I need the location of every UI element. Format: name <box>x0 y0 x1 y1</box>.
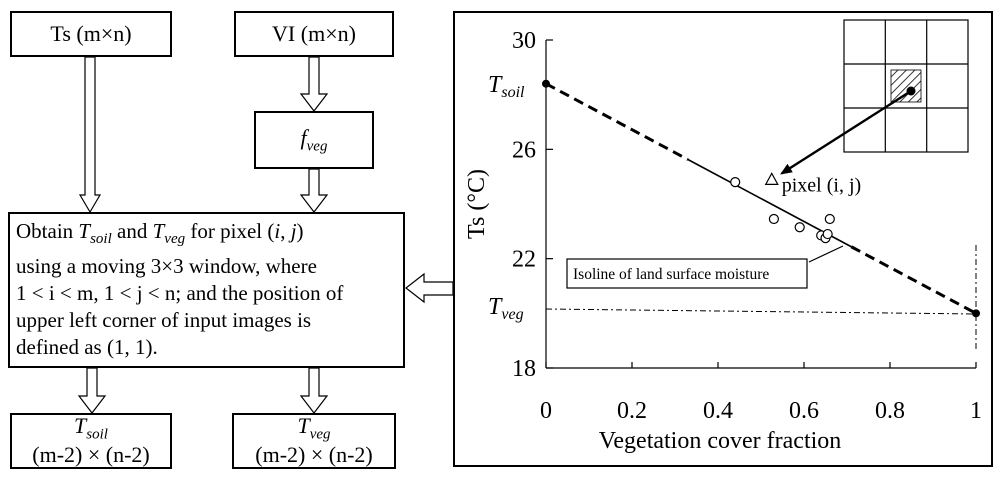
x-tick-label: 0.6 <box>789 398 819 424</box>
x-axis-label: Vegetation cover fraction <box>599 428 842 454</box>
process-line-2: using a moving 3×3 window, where <box>16 254 317 279</box>
tveg-output-dims: (m-2) × (n-2) <box>255 442 373 468</box>
process-line-5: defined as (1, 1). <box>16 335 158 360</box>
isoline-label: Isoline of land surface moisture <box>573 266 769 283</box>
tsoil-output-box: Tsoil (m-2) × (n-2) <box>10 413 172 469</box>
vi-input-label: VI (m×n) <box>272 20 356 46</box>
x-tick-label: 1 <box>970 398 982 424</box>
pixel-pointer-arrow <box>780 89 912 175</box>
target-pixel-marker <box>764 172 779 185</box>
isoline-label-pointer <box>808 245 844 263</box>
tveg-output-label: Tveg <box>297 413 331 443</box>
y-tick-label: 30 <box>512 28 536 54</box>
process-box: Obtain Tsoil and Tveg for pixel (i, j) u… <box>8 212 405 368</box>
process-line-3: 1 < i < m, 1 < j < n; and the position o… <box>16 281 344 306</box>
x-tick-label: 0.2 <box>617 398 647 424</box>
tveg-reference-line <box>545 308 977 315</box>
process-line-1: Obtain Tsoil and Tveg for pixel (i, j) <box>16 219 304 248</box>
target-pixel-label: pixel (i, j) <box>782 174 861 196</box>
y-tick-label: 26 <box>512 137 536 163</box>
fveg-label: fveg <box>300 124 328 154</box>
tsoil-output-label: Tsoil <box>74 413 108 443</box>
ts-input-box: Ts (m×n) <box>10 11 172 57</box>
data-point <box>730 177 741 188</box>
arrow-fveg-to-process <box>299 168 329 213</box>
window-3x3 <box>843 19 969 153</box>
tveg-endpoint <box>972 309 980 318</box>
fveg-box: fveg <box>254 111 374 169</box>
arrow-ts-to-process <box>78 56 102 214</box>
arrow-process-to-tveg <box>299 367 329 414</box>
y-tick-label: 18 <box>512 356 536 382</box>
isoline-dashed-left <box>545 82 689 161</box>
tsoil-output-dims: (m-2) × (n-2) <box>32 442 150 468</box>
x-tick-label: 0.4 <box>703 398 733 424</box>
x-tick-label: 0 <box>540 398 552 424</box>
data-point <box>822 228 833 240</box>
data-point <box>794 222 805 233</box>
data-point <box>824 213 835 225</box>
arrow-vi-to-fveg <box>299 56 329 112</box>
x-tick-label: 0.8 <box>875 398 905 424</box>
tveg-output-box: Tveg (m-2) × (n-2) <box>232 413 396 469</box>
tsoil-endpoint <box>542 79 550 88</box>
process-line-4: upper left corner of input images is <box>16 308 312 333</box>
data-point <box>768 213 780 225</box>
isoline-label-box: Isoline of land surface moisture <box>566 245 844 289</box>
tsoil-endpoint-label: Tsoil <box>488 72 525 101</box>
arrow-process-to-tsoil <box>77 367 107 414</box>
tveg-endpoint-label: Tveg <box>488 294 524 323</box>
isoline-dashed-right <box>850 245 977 315</box>
y-axis-label: Ts (°C) <box>464 169 490 239</box>
arrow-chart-to-process <box>405 272 454 304</box>
center-pixel-hatched <box>890 69 922 103</box>
y-tick-label: 22 <box>512 247 536 273</box>
vi-input-box: VI (m×n) <box>234 11 394 57</box>
ts-input-label: Ts (m×n) <box>50 20 132 46</box>
